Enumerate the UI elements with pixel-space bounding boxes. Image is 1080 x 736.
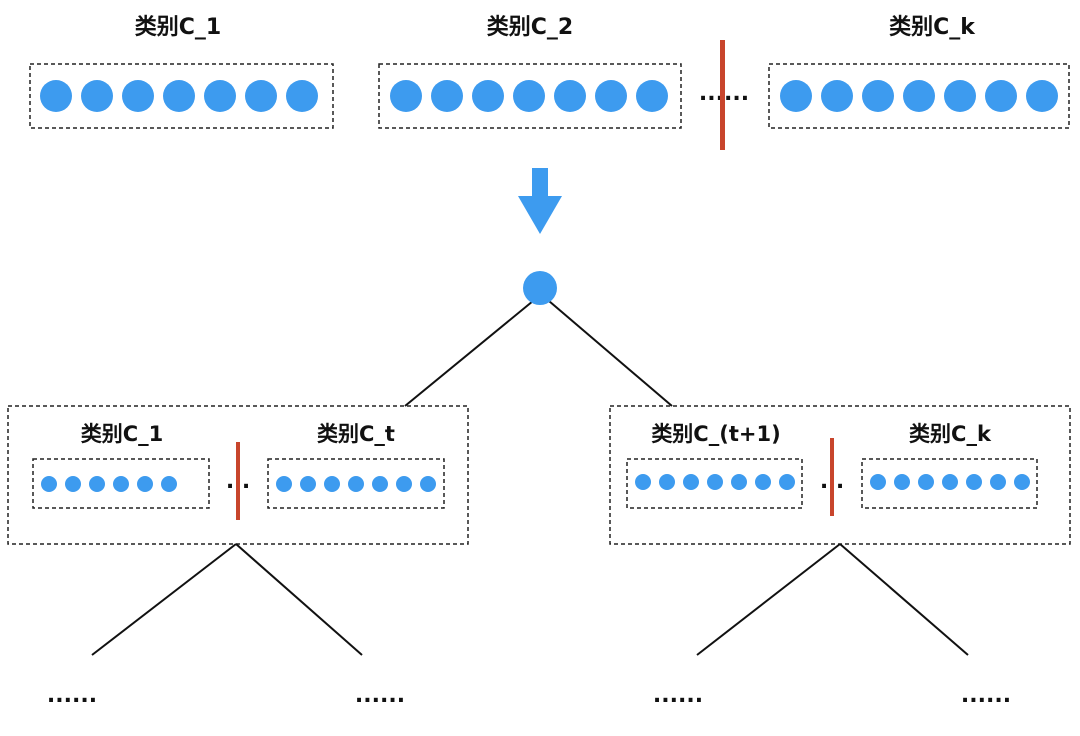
left-group-t-dot-6 <box>396 476 412 492</box>
top-group-k-dot-7 <box>1026 80 1058 112</box>
right-group-t1-label: 类别C_(t+1) <box>651 422 780 446</box>
right-split-separator <box>830 438 834 516</box>
right-group-t1-dot-1 <box>635 474 651 490</box>
right-group-k-dot-1 <box>870 474 886 490</box>
left-group-1-dots <box>41 476 177 492</box>
right-group-k-box <box>861 458 1038 509</box>
top-group-2-dot-2 <box>431 80 463 112</box>
left-group-t-box <box>267 458 445 509</box>
right-group-k-dot-6 <box>990 474 1006 490</box>
right-group-t1-dot-4 <box>707 474 723 490</box>
top-group-2-box <box>378 63 682 129</box>
top-group-1-box <box>29 63 334 129</box>
left-group-1-dot-3 <box>89 476 105 492</box>
right-group-k-dot-4 <box>942 474 958 490</box>
left-group-t-dot-3 <box>324 476 340 492</box>
root-left-branch <box>404 300 534 407</box>
leaf-ellipsis-4: ...... <box>961 683 1011 708</box>
top-group-k-dots <box>780 80 1058 112</box>
left-group-1-dot-5 <box>137 476 153 492</box>
leaf-ellipsis-1: ...... <box>47 683 97 708</box>
top-group-2-dot-1 <box>390 80 422 112</box>
top-group-1-dot-3 <box>122 80 154 112</box>
left-node-left-branch <box>91 543 237 656</box>
left-group-1-dot-1 <box>41 476 57 492</box>
top-group-k-dot-6 <box>985 80 1017 112</box>
right-group-t1-dot-7 <box>779 474 795 490</box>
left-group-1-box <box>32 458 210 509</box>
right-node-left-branch <box>696 543 841 656</box>
leaf-ellipsis-2: ...... <box>355 683 405 708</box>
right-group-k-dot-3 <box>918 474 934 490</box>
top-group-1-dot-4 <box>163 80 195 112</box>
left-node-box <box>7 405 469 545</box>
top-group-1-dot-6 <box>245 80 277 112</box>
top-group-1-dot-7 <box>286 80 318 112</box>
top-group-1-label: 类别C_1 <box>135 15 221 40</box>
left-group-1-dot-4 <box>113 476 129 492</box>
top-group-2-dots <box>390 80 668 112</box>
down-arrow-icon <box>518 168 562 234</box>
right-group-t1-box <box>626 458 803 509</box>
left-node-right-branch <box>235 543 363 656</box>
right-group-k-dot-5 <box>966 474 982 490</box>
top-group-2-dot-6 <box>595 80 627 112</box>
top-group-k-dot-3 <box>862 80 894 112</box>
top-group-1-dot-2 <box>81 80 113 112</box>
top-group-k-dot-4 <box>903 80 935 112</box>
top-group-2-dot-4 <box>513 80 545 112</box>
left-group-t-dot-2 <box>300 476 316 492</box>
top-group-k-dot-5 <box>944 80 976 112</box>
top-group-1-dot-5 <box>204 80 236 112</box>
left-group-1-dot-2 <box>65 476 81 492</box>
top-group-2-dot-7 <box>636 80 668 112</box>
top-split-separator <box>720 40 725 150</box>
right-group-k-label: 类别C_k <box>909 422 992 446</box>
right-group-k-dot-7 <box>1014 474 1030 490</box>
top-group-k-box <box>768 63 1070 129</box>
left-group-1-label: 类别C_1 <box>81 422 164 446</box>
right-group-t1-dot-6 <box>755 474 771 490</box>
root-right-branch <box>548 300 673 407</box>
left-group-t-dot-7 <box>420 476 436 492</box>
left-group-t-dot-4 <box>348 476 364 492</box>
top-group-2-label: 类别C_2 <box>487 15 573 40</box>
right-group-t1-dots <box>635 474 795 490</box>
left-group-1-dot-6 <box>161 476 177 492</box>
top-group-2-dot-3 <box>472 80 504 112</box>
leaf-ellipsis-3: ...... <box>653 683 703 708</box>
left-split-separator <box>236 442 240 520</box>
right-group-t1-dot-5 <box>731 474 747 490</box>
top-group-2-dot-5 <box>554 80 586 112</box>
left-group-t-dot-5 <box>372 476 388 492</box>
top-group-k-label: 类别C_k <box>889 15 976 40</box>
top-group-k-dot-1 <box>780 80 812 112</box>
top-group-1-dot-1 <box>40 80 72 112</box>
root-node <box>523 271 557 305</box>
right-group-k-dots <box>870 474 1030 490</box>
right-group-t1-dot-2 <box>659 474 675 490</box>
left-group-t-dot-1 <box>276 476 292 492</box>
top-group-k-dot-2 <box>821 80 853 112</box>
left-group-t-dots <box>276 476 436 492</box>
right-group-k-dot-2 <box>894 474 910 490</box>
right-node-right-branch <box>839 543 969 656</box>
right-group-t1-dot-3 <box>683 474 699 490</box>
left-group-t-label: 类别C_t <box>317 422 395 446</box>
top-group-1-dots <box>40 80 318 112</box>
